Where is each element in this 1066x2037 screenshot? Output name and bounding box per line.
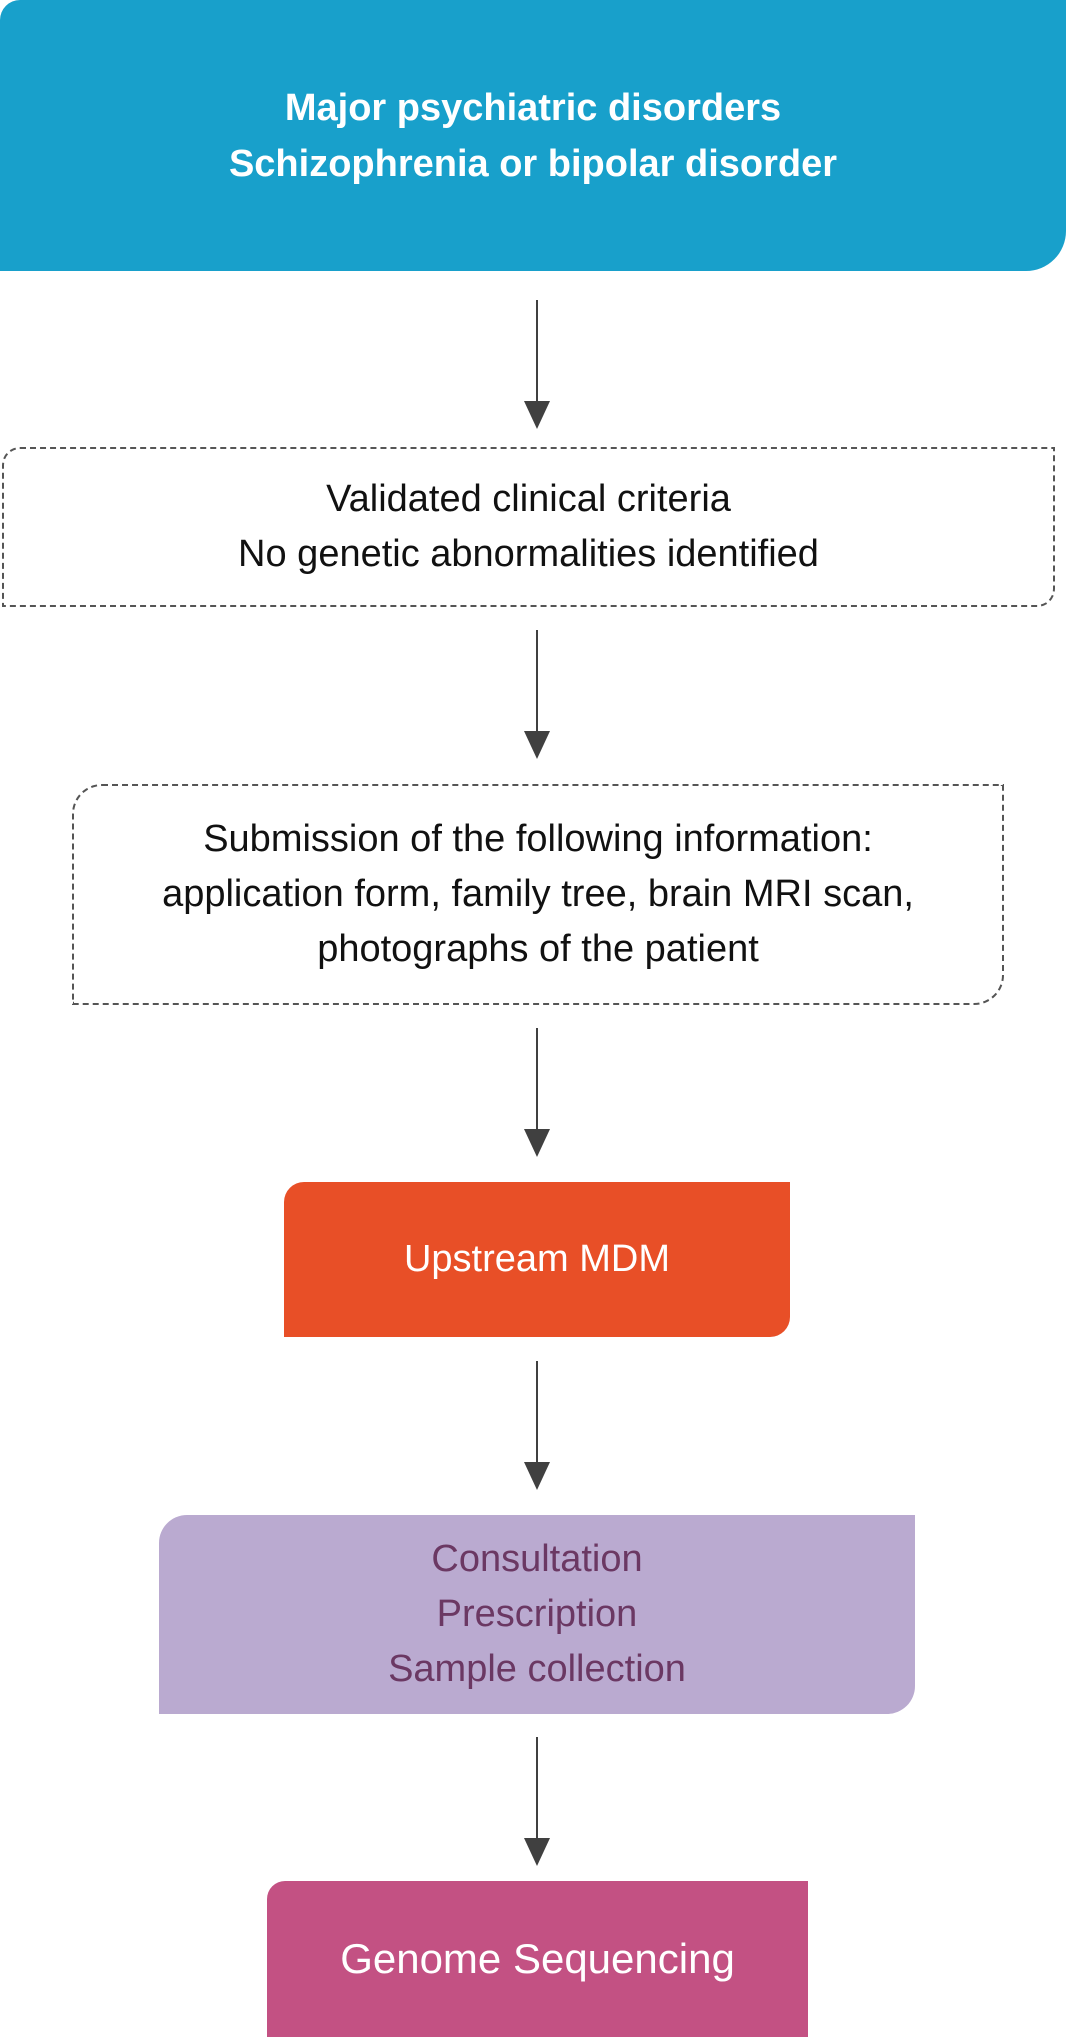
step-clinical-criteria: Validated clinical criteria No genetic a… (2, 447, 1055, 607)
arrow-down-icon (522, 630, 552, 760)
step-5-line-1: Consultation (431, 1538, 643, 1580)
step-2-line-1: Validated clinical criteria (326, 478, 731, 520)
step-2-line-2: No genetic abnormalities identified (238, 533, 819, 575)
arrow-down-icon (522, 1028, 552, 1158)
step-1-line-2: Schizophrenia or bipolar disorder (228, 142, 838, 185)
step-major-psychiatric-disorders: Major psychiatric disorders Schizophreni… (0, 0, 1066, 271)
step-3-line-2: application form, family tree, brain MRI… (162, 873, 914, 915)
step-upstream-mdm: Upstream MDM (284, 1182, 790, 1337)
step-6-line-1: Genome Sequencing (340, 1935, 735, 1982)
step-3-line-3: photographs of the patient (317, 928, 759, 970)
step-genome-sequencing: Genome Sequencing (267, 1881, 808, 2037)
step-5-line-2: Prescription (436, 1593, 638, 1635)
step-submission-information: Submission of the following information:… (72, 784, 1004, 1005)
arrow-down-icon (522, 1361, 552, 1491)
arrow-down-icon (522, 1737, 552, 1867)
arrow-down-icon (522, 300, 552, 430)
step-3-line-1: Submission of the following information: (203, 818, 873, 860)
step-1-line-1: Major psychiatric disorders (284, 86, 782, 129)
step-consultation: Consultation Prescription Sample collect… (159, 1515, 915, 1714)
step-4-line-1: Upstream MDM (403, 1238, 671, 1280)
step-5-line-3: Sample collection (388, 1648, 686, 1690)
